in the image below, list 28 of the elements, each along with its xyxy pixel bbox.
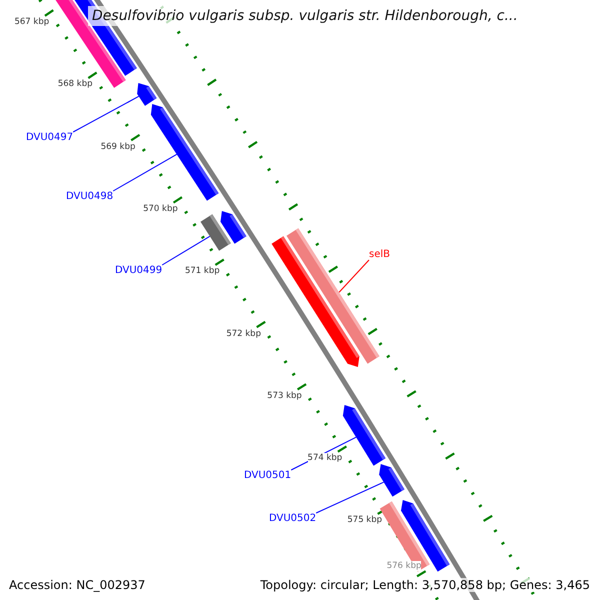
scale-label: 567 kbp: [14, 17, 50, 27]
leader-line: [72, 96, 140, 132]
gene-label: DVU0497: [26, 132, 74, 143]
gene-bar: [150, 104, 219, 201]
scale-label: 571 kbp: [184, 266, 220, 276]
leader-line: [112, 154, 178, 192]
scale-label: 573 kbp: [267, 390, 302, 401]
accession-text: Accession: NC_002937: [9, 578, 146, 592]
scale-label: 568 kbp: [58, 79, 92, 90]
gene-label: DVU0502: [269, 513, 316, 524]
scale-label: 570 kbp: [143, 204, 178, 214]
scale-label: 574 kbp: [308, 453, 342, 464]
leader-line: [162, 236, 210, 266]
gene-label: selB: [369, 249, 390, 260]
scale-label: 572 kbp: [226, 328, 261, 338]
gene-label: DVU0499: [115, 265, 162, 276]
scale-label: 576 kbp: [386, 560, 422, 571]
gene-label: DVU0498: [66, 191, 114, 202]
scale-label: 575 kbp: [347, 515, 382, 526]
leader-line: [338, 260, 370, 293]
gene-label: DVU0501: [244, 470, 292, 481]
gene-bar: [137, 83, 157, 106]
scale-label: 569 kbp: [100, 142, 136, 152]
gene-bar: [220, 211, 246, 244]
leader-line: [316, 482, 384, 514]
gene-bar: [342, 405, 386, 466]
topology-text: Topology: circular; Length: 3,570,858 bp; Genes: 3,465: [260, 578, 590, 592]
gene-bar: [379, 464, 404, 497]
